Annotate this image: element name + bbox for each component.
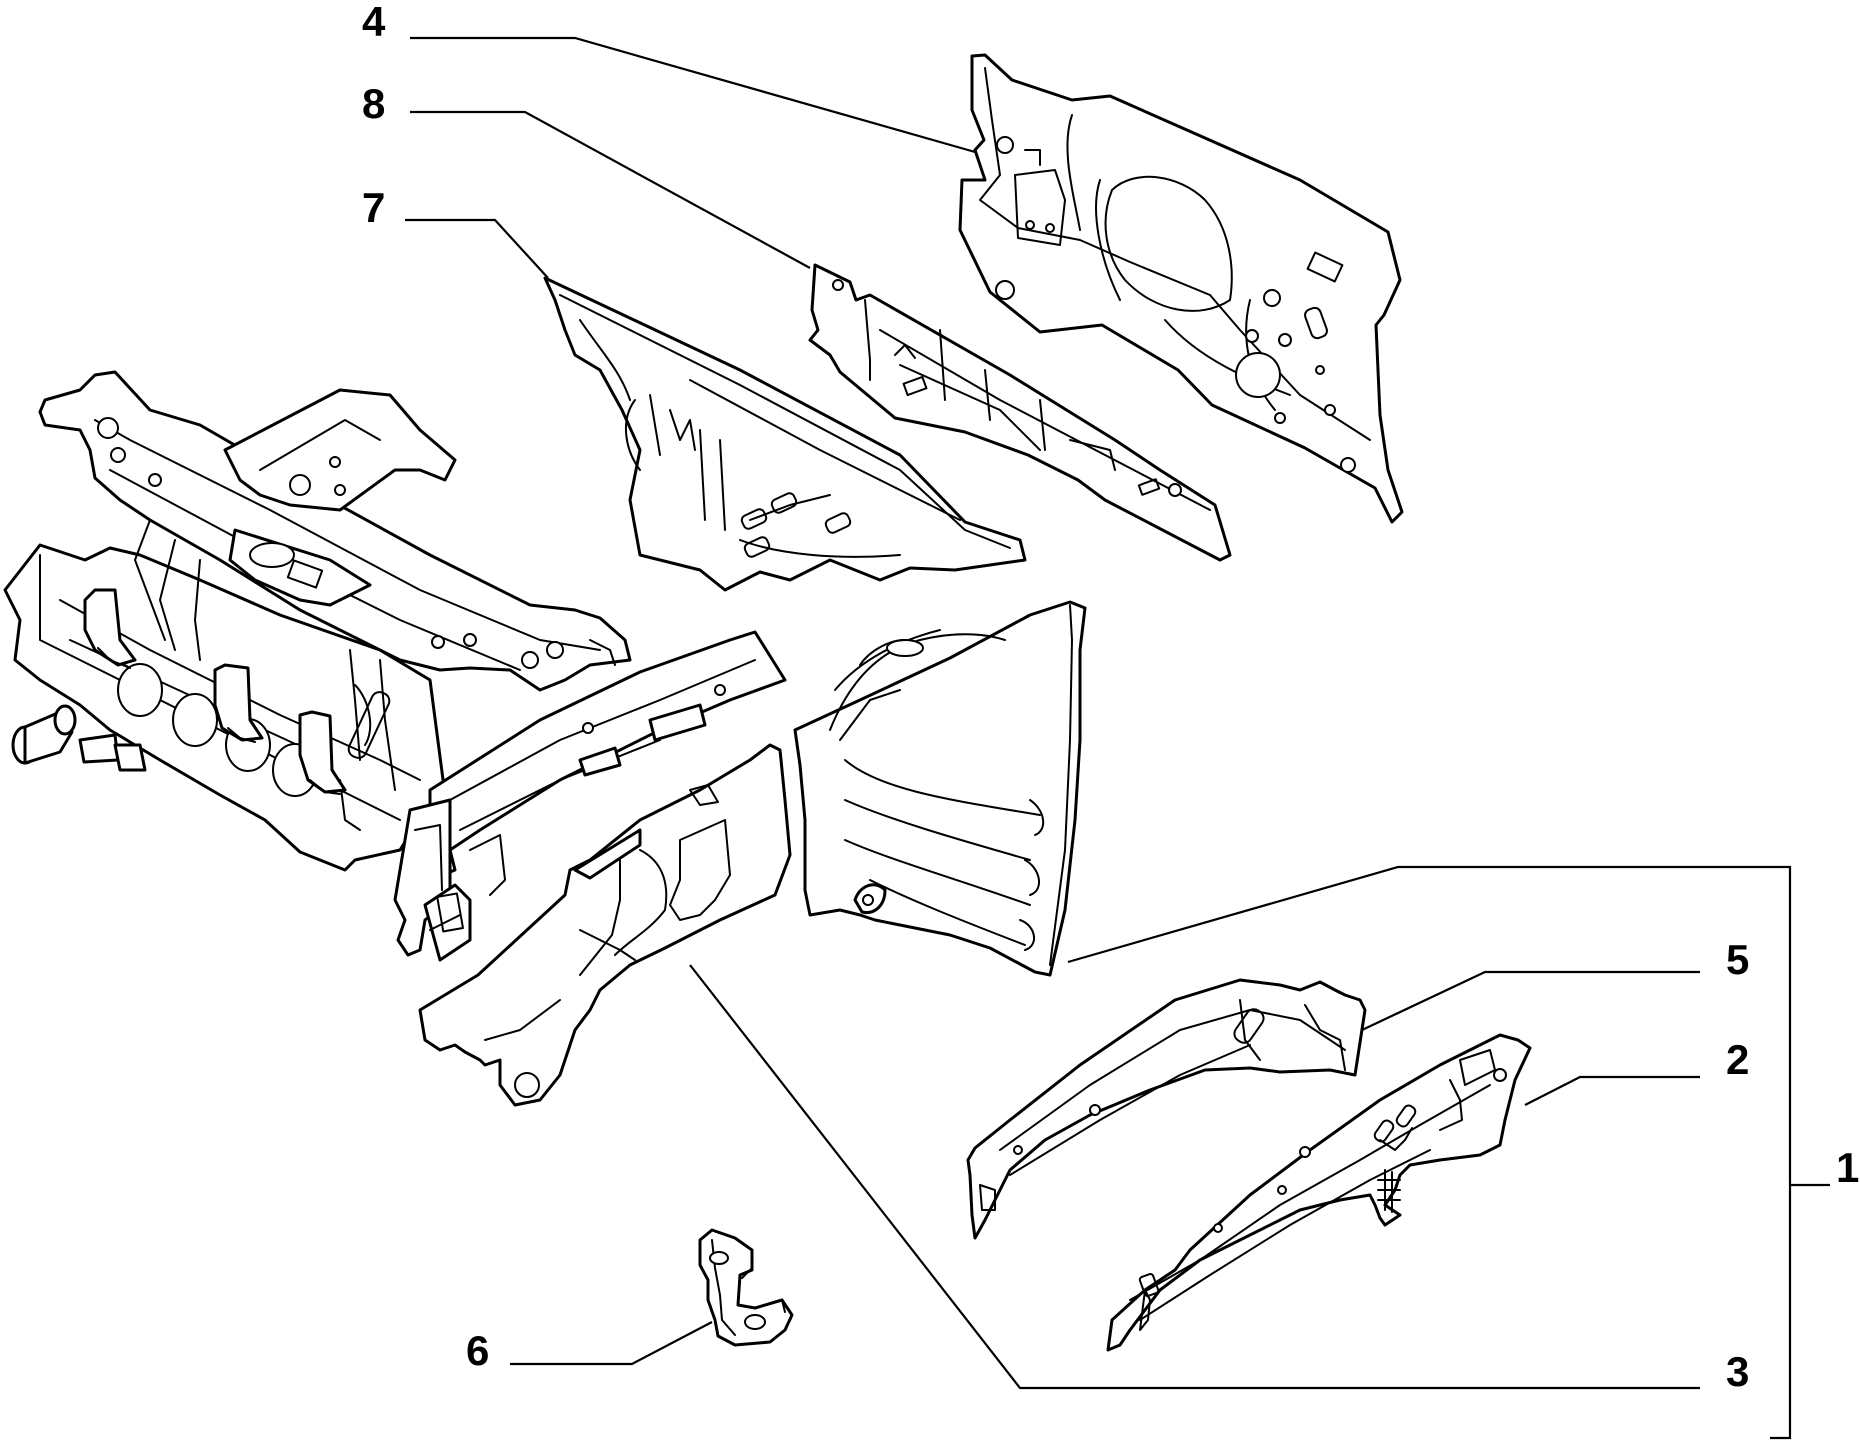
- leader-3: [689, 964, 1700, 1390]
- part-3-inner-wheelarch-panel: [418, 743, 792, 1107]
- leader-7: [405, 218, 549, 279]
- part-6-bracket: [698, 1228, 794, 1347]
- leader-lines: [405, 36, 1830, 1440]
- callout-6: 6: [466, 1327, 489, 1374]
- callout-3: 3: [1726, 1348, 1749, 1395]
- leader-2: [1524, 1075, 1700, 1106]
- callout-2: 2: [1726, 1036, 1749, 1083]
- callout-labels: 4 8 7 5 2 1 3 6: [362, 0, 1859, 1395]
- callout-7: 7: [362, 184, 385, 231]
- leader-8: [410, 110, 811, 269]
- part-8-cross-member: [808, 263, 1232, 562]
- leader-6: [510, 1321, 713, 1366]
- part-4-bulkhead-panel: [958, 53, 1404, 524]
- part-5-upper-rail: [966, 978, 1367, 1240]
- leader-4: [410, 36, 976, 154]
- callout-5: 5: [1726, 936, 1749, 983]
- callout-1: 1: [1836, 1144, 1859, 1191]
- callout-8: 8: [362, 80, 385, 127]
- callout-4: 4: [362, 0, 386, 45]
- leader-1-bracket: [1067, 865, 1792, 1440]
- bumper-mount-left: [11, 704, 147, 772]
- part-7-dash-lower-panel: [543, 276, 1027, 592]
- wheel-arch-strut-tower: [793, 600, 1087, 977]
- part-2-lower-rail: [1106, 1033, 1532, 1352]
- leader-5: [1361, 970, 1700, 1031]
- front-end-assembly: [3, 370, 787, 962]
